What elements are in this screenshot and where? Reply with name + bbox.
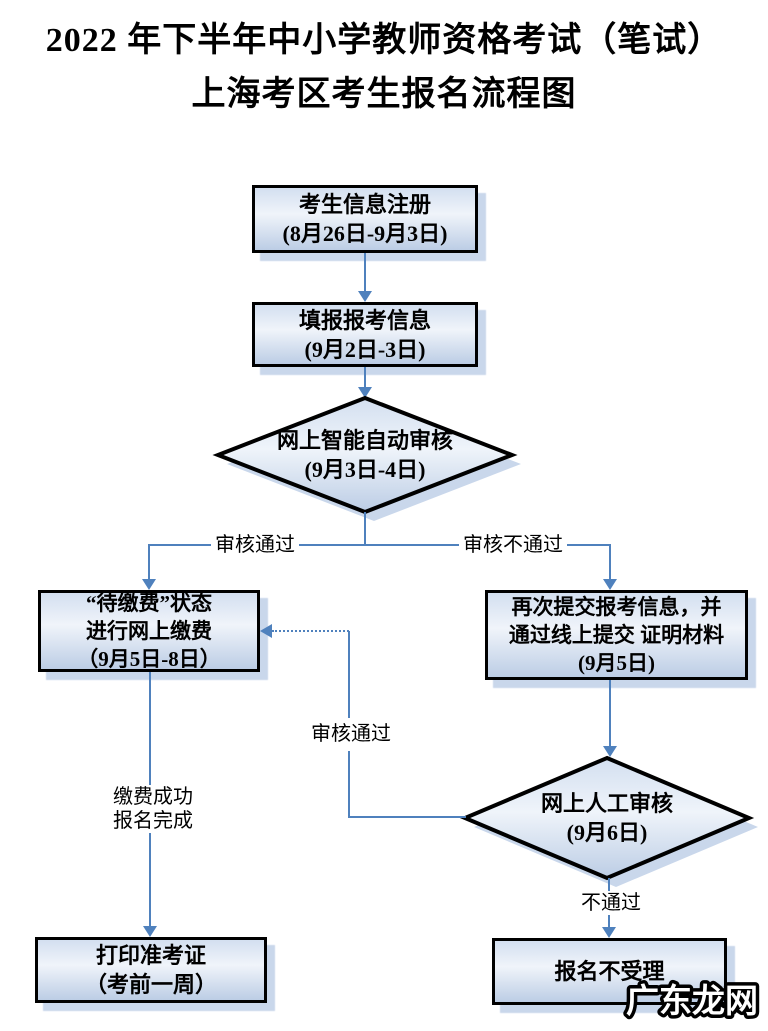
node-manual-review: 网上人工审核 (9月6日)	[465, 784, 749, 852]
node-register-date: (8月26日-9月3日)	[282, 221, 448, 246]
node-print-ticket-date: （考前一周）	[84, 972, 217, 997]
arrowhead-down-icon	[603, 746, 617, 757]
node-pay: “待缴费”状态 进行网上缴费 （9月5日-8日）	[38, 590, 260, 672]
arrowhead-down-icon	[358, 291, 372, 302]
node-manual-review-title: 网上人工审核	[540, 791, 673, 816]
node-rejected-title: 报名不受理	[554, 959, 665, 984]
arrowhead-left-icon	[260, 624, 272, 638]
connector-fillinfo-autoreview	[364, 367, 366, 388]
connector-manualpass-dotted	[272, 630, 349, 632]
page-title: 2022 年下半年中小学教师资格考试（笔试） 上海考区考生报名流程图	[0, 14, 768, 122]
node-register-title: 考生信息注册	[298, 192, 431, 217]
node-resubmit-date: (9月5日)	[578, 651, 655, 675]
watermark-text: 广东龙网	[626, 981, 758, 1020]
node-resubmit: 再次提交报考信息，并 通过线上提交 证明材料 (9月5日)	[485, 590, 748, 680]
watermark: 广东龙网	[623, 978, 762, 1024]
connector-manualpass-bottom	[348, 816, 466, 818]
node-auto-review-shape	[212, 395, 521, 521]
connector-branch-horizontal	[148, 544, 611, 546]
page-title-line2: 上海考区考生报名流程图	[191, 76, 577, 113]
arrowhead-down-icon	[358, 387, 372, 398]
node-manual-review-date: (9月6日)	[566, 820, 648, 845]
label-pay-done-line1: 缴费成功	[113, 786, 193, 808]
node-auto-review-title: 网上智能自动审核	[276, 428, 453, 453]
label-auto-fail: 审核不通过	[459, 533, 567, 557]
arrowhead-down-icon	[603, 579, 617, 590]
node-register: 考生信息注册 (8月26日-9月3日)	[252, 185, 478, 253]
node-pay-line1: “待缴费”状态	[86, 591, 212, 615]
connector-manualpass-vertical-bottom	[348, 751, 350, 817]
connector-manualpass-vertical-top	[348, 631, 350, 718]
node-pay-date: （9月5日-8日）	[77, 647, 221, 671]
page-title-line1: 2022 年下半年中小学教师资格考试（笔试）	[45, 22, 723, 59]
connector-autoreview-stem	[364, 512, 366, 545]
arrowhead-down-icon	[602, 927, 616, 938]
node-auto-review: 网上智能自动审核 (9月3日-4日)	[218, 420, 512, 490]
arrowhead-down-icon	[143, 926, 157, 937]
label-manual-pass: 审核通过	[307, 722, 395, 746]
node-auto-review-date: (9月3日-4日)	[304, 457, 426, 482]
node-fill-info: 填报报考信息 (9月2日-3日)	[252, 302, 478, 367]
node-fill-info-title: 填报报考信息	[298, 307, 431, 333]
node-resubmit-line1: 再次提交报考信息，并	[511, 595, 722, 619]
node-rejected: 报名不受理	[492, 938, 727, 1005]
connector-resubmit-manualreview	[609, 680, 611, 748]
connector-register-fillinfo	[364, 253, 366, 292]
label-auto-pass: 审核通过	[211, 533, 299, 557]
connector-branch-right	[609, 544, 611, 580]
label-manual-fail: 不通过	[576, 891, 646, 915]
node-print-ticket: 打印准考证 （考前一周）	[35, 937, 267, 1003]
label-pay-done: 缴费成功 报名完成	[106, 785, 200, 833]
node-fill-info-date: (9月2日-3日)	[304, 336, 426, 362]
label-pay-done-line2: 报名完成	[113, 810, 193, 832]
connector-branch-left	[148, 544, 150, 580]
node-resubmit-line2: 通过线上提交 证明材料	[508, 623, 725, 647]
diamond-outline	[459, 755, 755, 881]
arrowhead-down-icon	[142, 579, 156, 590]
node-pay-line2: 进行网上缴费	[86, 619, 212, 643]
node-print-ticket-title: 打印准考证	[95, 943, 206, 968]
node-manual-review-shape	[459, 755, 758, 887]
